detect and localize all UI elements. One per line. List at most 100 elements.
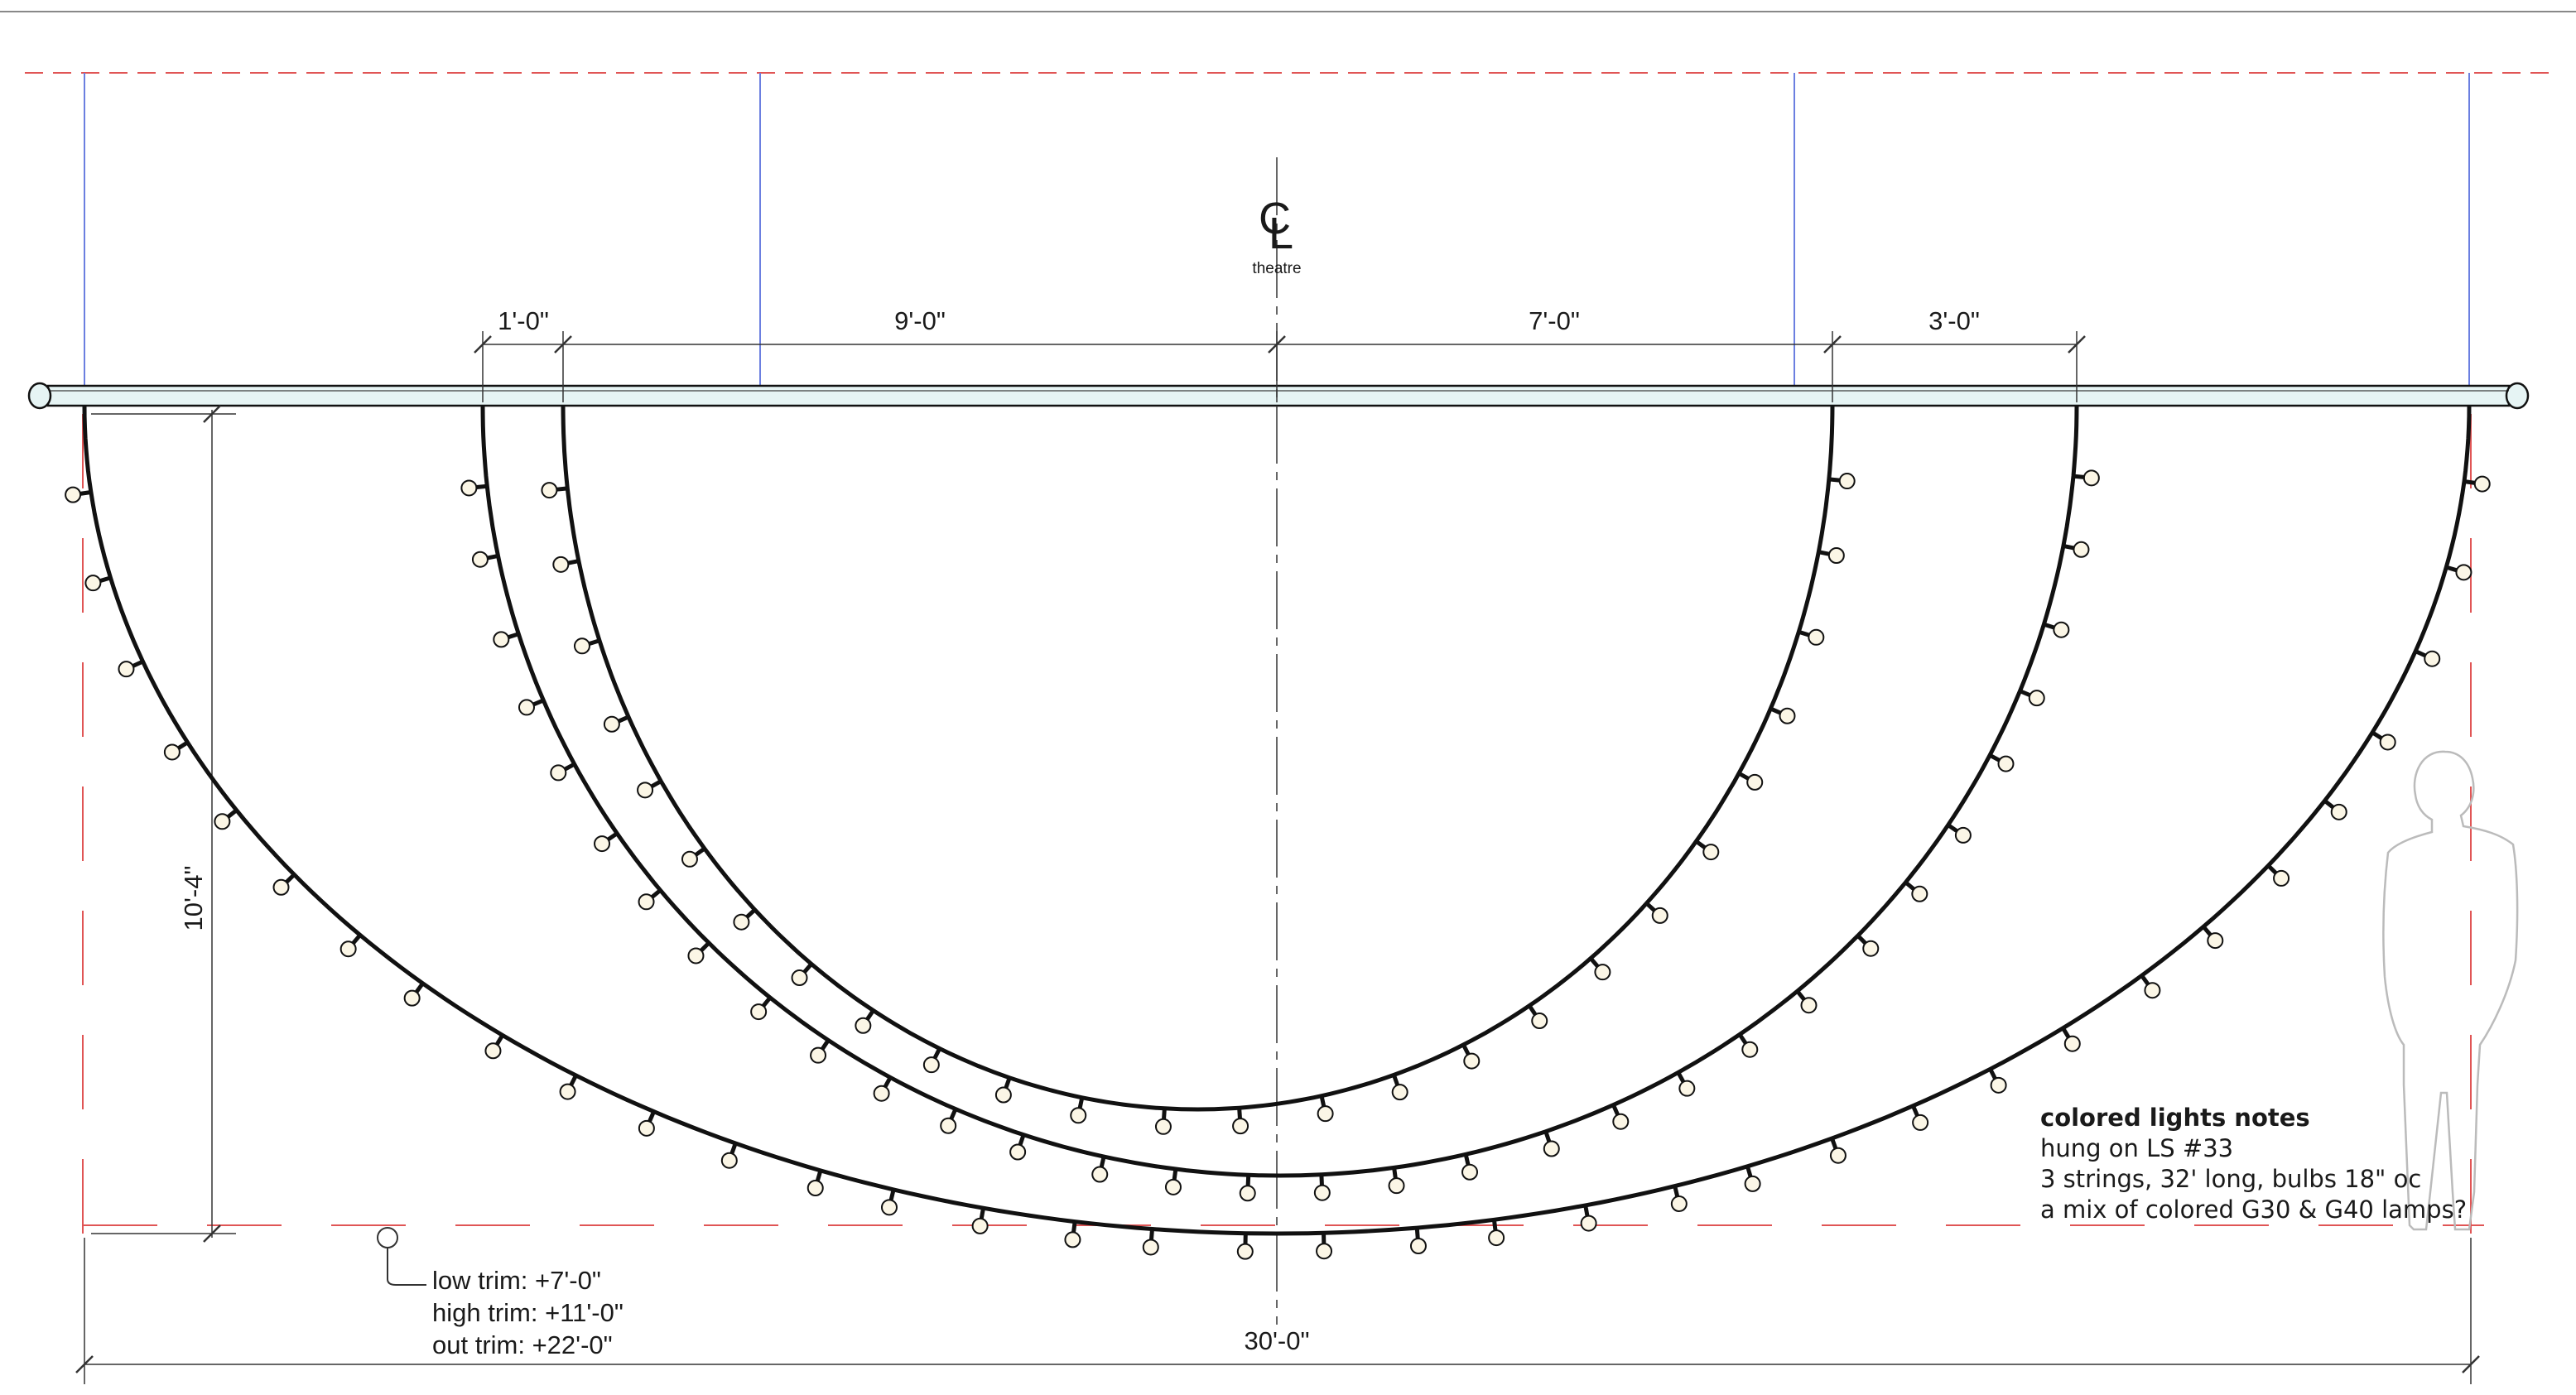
top-dimension-string bbox=[474, 331, 2086, 402]
bulb bbox=[810, 1039, 831, 1064]
lineset-pipe bbox=[27, 382, 2530, 410]
bulb bbox=[2463, 475, 2491, 493]
bulb bbox=[1670, 1186, 1688, 1213]
bulb bbox=[1488, 1219, 1505, 1247]
bulb bbox=[1409, 1227, 1427, 1255]
bulb bbox=[594, 831, 619, 853]
bulb bbox=[518, 698, 545, 716]
centerline-label: theatre bbox=[1252, 260, 1301, 277]
bulb bbox=[1313, 1174, 1331, 1201]
bulb bbox=[681, 846, 706, 868]
bulb bbox=[214, 808, 238, 830]
bulb bbox=[163, 740, 189, 761]
bulb bbox=[1236, 1233, 1254, 1260]
bulb bbox=[971, 1207, 989, 1234]
height-dimension bbox=[91, 405, 236, 1243]
bulb bbox=[1142, 1229, 1159, 1256]
bulb bbox=[1911, 1104, 1929, 1131]
bulb bbox=[65, 486, 92, 503]
bulb bbox=[1391, 1074, 1408, 1101]
centerline-symbol: C bbox=[1259, 194, 1291, 243]
bulb bbox=[1988, 1068, 2007, 1094]
bulb bbox=[471, 551, 498, 568]
bulb bbox=[1388, 1167, 1405, 1195]
bulb bbox=[1798, 628, 1825, 646]
dimension-height: 10'-4" bbox=[179, 866, 208, 931]
bulb bbox=[1064, 1221, 1081, 1248]
bulb bbox=[484, 1034, 504, 1060]
bulb bbox=[2371, 730, 2396, 751]
light-string bbox=[480, 405, 2079, 1178]
light-strings bbox=[65, 405, 2491, 1260]
bulb bbox=[1461, 1153, 1479, 1181]
bulb bbox=[1232, 1108, 1249, 1135]
bulb bbox=[84, 575, 112, 592]
bulb bbox=[460, 479, 488, 497]
bulb bbox=[637, 779, 662, 799]
bulb bbox=[1676, 1071, 1696, 1097]
bulb bbox=[1694, 839, 1720, 861]
bulb bbox=[1737, 771, 1764, 791]
dimension-9ft: 9'-0" bbox=[894, 306, 946, 335]
light-string bbox=[82, 405, 2472, 1236]
bulb bbox=[1904, 880, 1928, 902]
bulb bbox=[2415, 649, 2441, 667]
bulb bbox=[1644, 902, 1668, 924]
bulb bbox=[2019, 689, 2045, 707]
bulb bbox=[994, 1076, 1012, 1104]
bulb bbox=[720, 1142, 738, 1169]
bulb bbox=[1527, 1004, 1548, 1030]
bulb bbox=[552, 556, 580, 573]
bulb bbox=[733, 908, 757, 931]
bulb bbox=[2266, 863, 2290, 887]
bulb bbox=[493, 631, 520, 648]
bulb bbox=[573, 637, 600, 655]
bulb bbox=[1543, 1130, 1560, 1157]
dimension-7ft: 7'-0" bbox=[1529, 306, 1580, 335]
bulb bbox=[403, 982, 425, 1007]
bulb bbox=[2061, 1027, 2081, 1052]
bulb bbox=[550, 762, 575, 782]
bulb bbox=[873, 1076, 893, 1102]
bulb bbox=[2445, 564, 2472, 581]
trim-out: out trim: +22'-0" bbox=[432, 1330, 613, 1359]
bulb bbox=[855, 1009, 875, 1034]
dimension-width: 30'-0" bbox=[1245, 1326, 1310, 1355]
bulb bbox=[2202, 925, 2224, 950]
bulb bbox=[2140, 974, 2161, 999]
bulb bbox=[2043, 621, 2070, 638]
dimension-1ft: 1'-0" bbox=[498, 306, 549, 335]
bulb bbox=[1737, 1033, 1759, 1058]
notes-line: a mix of colored G30 & G40 lamps? bbox=[2040, 1195, 2467, 1224]
bulb bbox=[1091, 1156, 1109, 1183]
bulb bbox=[807, 1170, 824, 1196]
trim-marker bbox=[377, 1227, 426, 1286]
bulb bbox=[1744, 1166, 1761, 1192]
bulb bbox=[1070, 1097, 1087, 1124]
dimension-3ft: 3'-0" bbox=[1928, 306, 1980, 335]
bulb bbox=[1589, 956, 1611, 981]
bulb bbox=[2323, 799, 2347, 820]
bulb bbox=[339, 933, 362, 958]
bulb bbox=[880, 1189, 898, 1216]
bulb bbox=[2073, 469, 2100, 487]
bulb bbox=[1239, 1175, 1256, 1202]
bulb bbox=[687, 941, 710, 964]
bulb bbox=[1769, 706, 1796, 724]
bulb bbox=[1009, 1133, 1027, 1161]
bulb bbox=[791, 962, 813, 987]
trim-low: low trim: +7'-0" bbox=[432, 1266, 601, 1295]
bulb bbox=[1988, 753, 2015, 772]
person-scale-figure bbox=[2382, 750, 2519, 1231]
bulb bbox=[118, 659, 144, 678]
bulb bbox=[1829, 1138, 1847, 1164]
bulb bbox=[1818, 546, 1845, 564]
bulb bbox=[638, 888, 662, 911]
bulb bbox=[603, 714, 630, 733]
bulb bbox=[1154, 1108, 1172, 1135]
bulb bbox=[1164, 1168, 1182, 1195]
bulb bbox=[272, 873, 296, 896]
bulb bbox=[1611, 1104, 1630, 1130]
bulb bbox=[559, 1074, 578, 1100]
